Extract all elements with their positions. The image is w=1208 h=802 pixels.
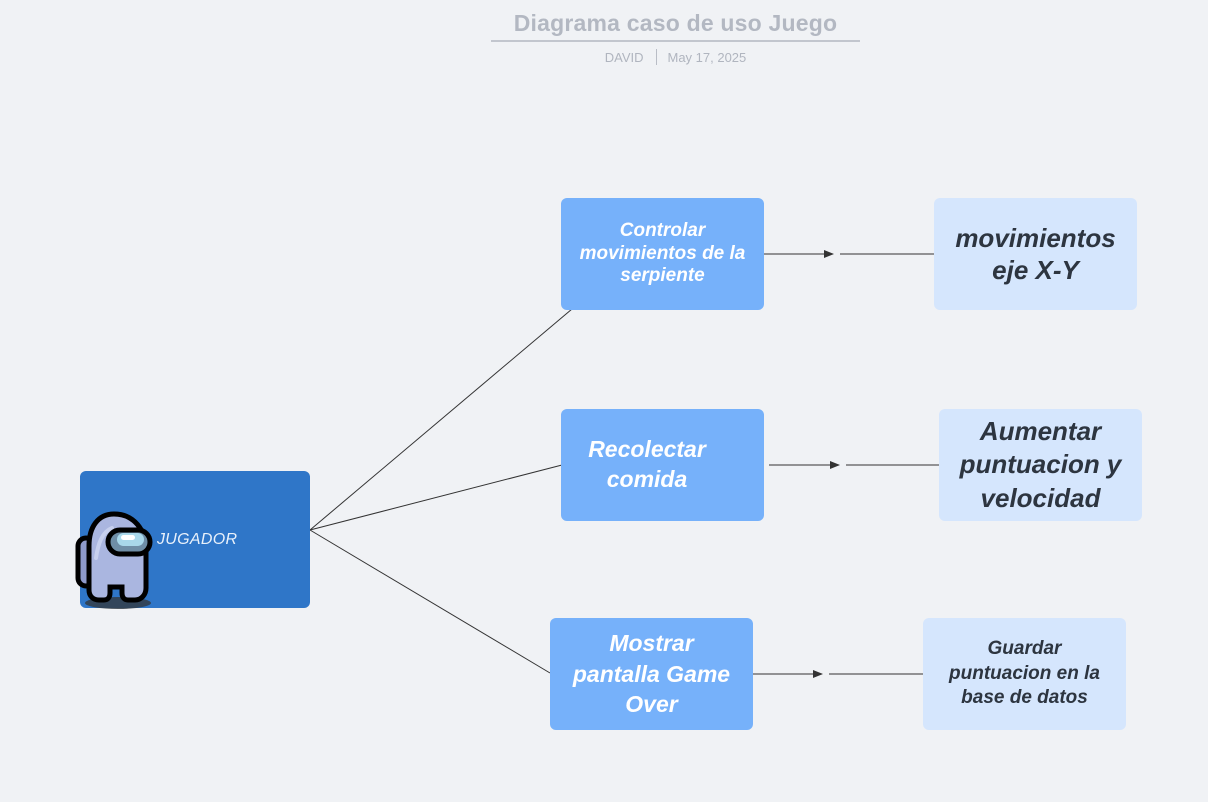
title-underline — [491, 40, 860, 42]
use-case-controlar[interactable]: Controlar movimientos de la serpiente — [561, 198, 764, 310]
actor-label: JUGADOR — [157, 531, 238, 548]
use-case-label: Controlar movimientos de la serpiente — [579, 219, 746, 287]
use-case-recolectar[interactable]: Recolectar comida — [561, 409, 764, 521]
diagram-title: Diagrama caso de uso Juego — [513, 10, 838, 36]
diagram-meta: DAVID May 17, 2025 — [491, 49, 860, 65]
result-label: movimientos eje X-Y — [955, 222, 1116, 286]
result-aumentar[interactable]: Aumentar puntuacion y velocidad — [939, 409, 1142, 521]
use-case-mostrar[interactable]: Mostrar pantalla Game Over — [550, 618, 753, 730]
use-case-label: Mostrar pantalla Game Over — [572, 630, 731, 718]
result-label: Guardar puntuacion en la base de datos — [949, 637, 1100, 709]
meta-separator — [656, 49, 658, 65]
crewmate-icon — [75, 511, 153, 609]
use-case-label: Recolectar comida — [588, 436, 706, 492]
actor-to-controlar-line — [309, 308, 573, 531]
result-label: Aumentar puntuacion y velocidad — [959, 416, 1122, 513]
result-movimientos[interactable]: movimientos eje X-Y — [934, 198, 1137, 310]
author-name: DAVID — [604, 49, 644, 65]
diagram-date: May 17, 2025 — [667, 49, 747, 65]
result-guardar[interactable]: Guardar puntuacion en la base de datos — [923, 618, 1126, 730]
actor-to-recolectar-line — [309, 464, 563, 531]
actor-to-mostrar-line — [309, 529, 551, 674]
